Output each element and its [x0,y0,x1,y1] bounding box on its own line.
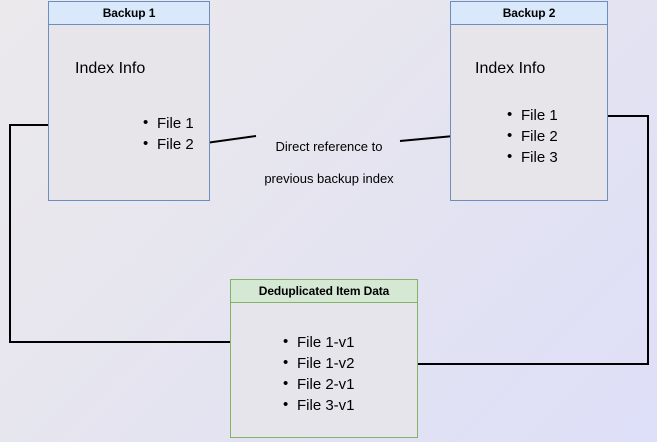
list-item: File 2 [143,133,194,155]
node-backup2-header: Backup 2 [450,1,608,25]
node-deduplicated-item-data[interactable]: Deduplicated Item Data File 1-v1 File 1-… [230,279,418,438]
caption-line-2: previous backup index [264,171,394,186]
backup2-file-list: File 1 File 2 File 3 [493,104,558,168]
list-item: File 2-v1 [283,373,355,395]
node-backup2[interactable]: Backup 2 Index Info File 1 File 2 File 3 [450,1,608,201]
node-backup2-body: Index Info File 1 File 2 File 3 [450,25,608,201]
node-dedup-header: Deduplicated Item Data [230,279,418,303]
direct-reference-caption: Direct reference to previous backup inde… [245,123,413,203]
list-item: File 3 [507,146,558,168]
node-backup1-header: Backup 1 [48,1,210,25]
node-dedup-body: File 1-v1 File 1-v2 File 2-v1 File 3-v1 [230,303,418,438]
node-backup1[interactable]: Backup 1 Index Info File 1 File 2 [48,1,210,201]
node-backup1-body: Index Info File 1 File 2 [48,25,210,201]
list-item: File 2 [507,125,558,147]
backup1-file-list: File 1 File 2 [129,112,194,155]
caption-line-1: Direct reference to [275,139,383,154]
backup1-index-info-label: Index Info [75,60,146,77]
list-item: File 1 [507,104,558,126]
list-item: File 1 [143,112,194,134]
list-item: File 1-v2 [283,352,355,374]
list-item: File 1-v1 [283,331,355,353]
backup2-index-info-label: Index Info [475,60,546,77]
dedup-file-list: File 1-v1 File 1-v2 File 2-v1 File 3-v1 [269,331,355,416]
list-item: File 3-v1 [283,394,355,416]
